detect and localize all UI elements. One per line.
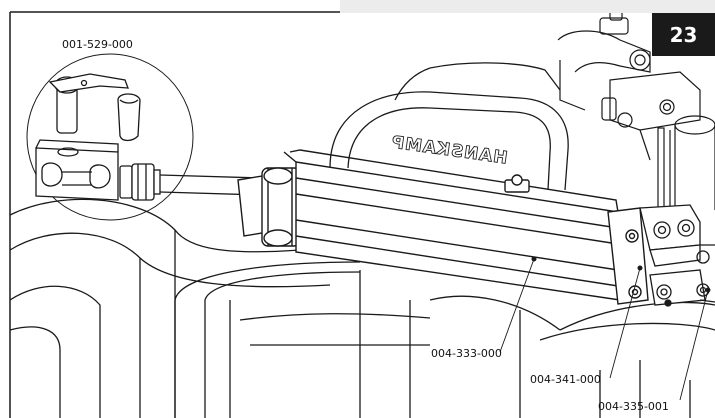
frame-tubes [9, 198, 715, 418]
rear-cap-part-label: 004-341-000 [530, 373, 601, 386]
detail-circle-group [26, 53, 194, 221]
upper-fittings [557, 9, 715, 216]
rod-end [119, 163, 161, 201]
brand-text: HANSKAMP [390, 132, 509, 168]
clevis [35, 139, 119, 201]
page-number: 23 [652, 13, 715, 56]
detail-part-label: 001-529-000 [62, 38, 133, 51]
detail-circle [26, 53, 194, 221]
leader-lines [499, 258, 709, 401]
brand-lettering: HANSKAMP [389, 132, 509, 169]
clevis-pin [48, 73, 141, 142]
header-shade [340, 0, 715, 13]
rear-clevis [639, 204, 715, 307]
cylinder-part-label: 004-333-000 [431, 347, 502, 360]
bracket-part-label: 004-335-001 [598, 400, 669, 413]
cylinder [237, 149, 649, 305]
